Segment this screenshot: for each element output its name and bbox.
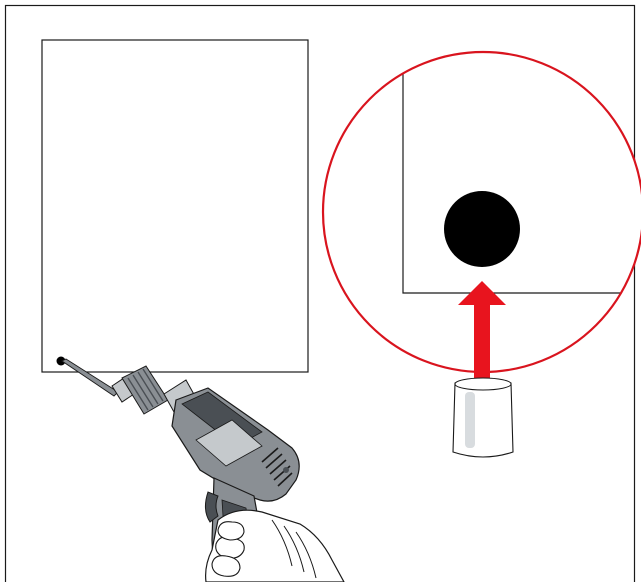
wall-plug-icon xyxy=(452,377,514,458)
callout-panel-corner xyxy=(402,52,641,294)
drilled-hole xyxy=(444,191,520,267)
panel-hole-marker xyxy=(56,356,66,366)
magnified-callout-icon xyxy=(321,50,641,374)
plug-highlight xyxy=(465,392,475,448)
panel-board xyxy=(41,39,309,373)
gloved-hand-icon xyxy=(205,509,345,582)
outer-frame xyxy=(4,4,636,582)
up-arrow-icon xyxy=(458,281,506,385)
